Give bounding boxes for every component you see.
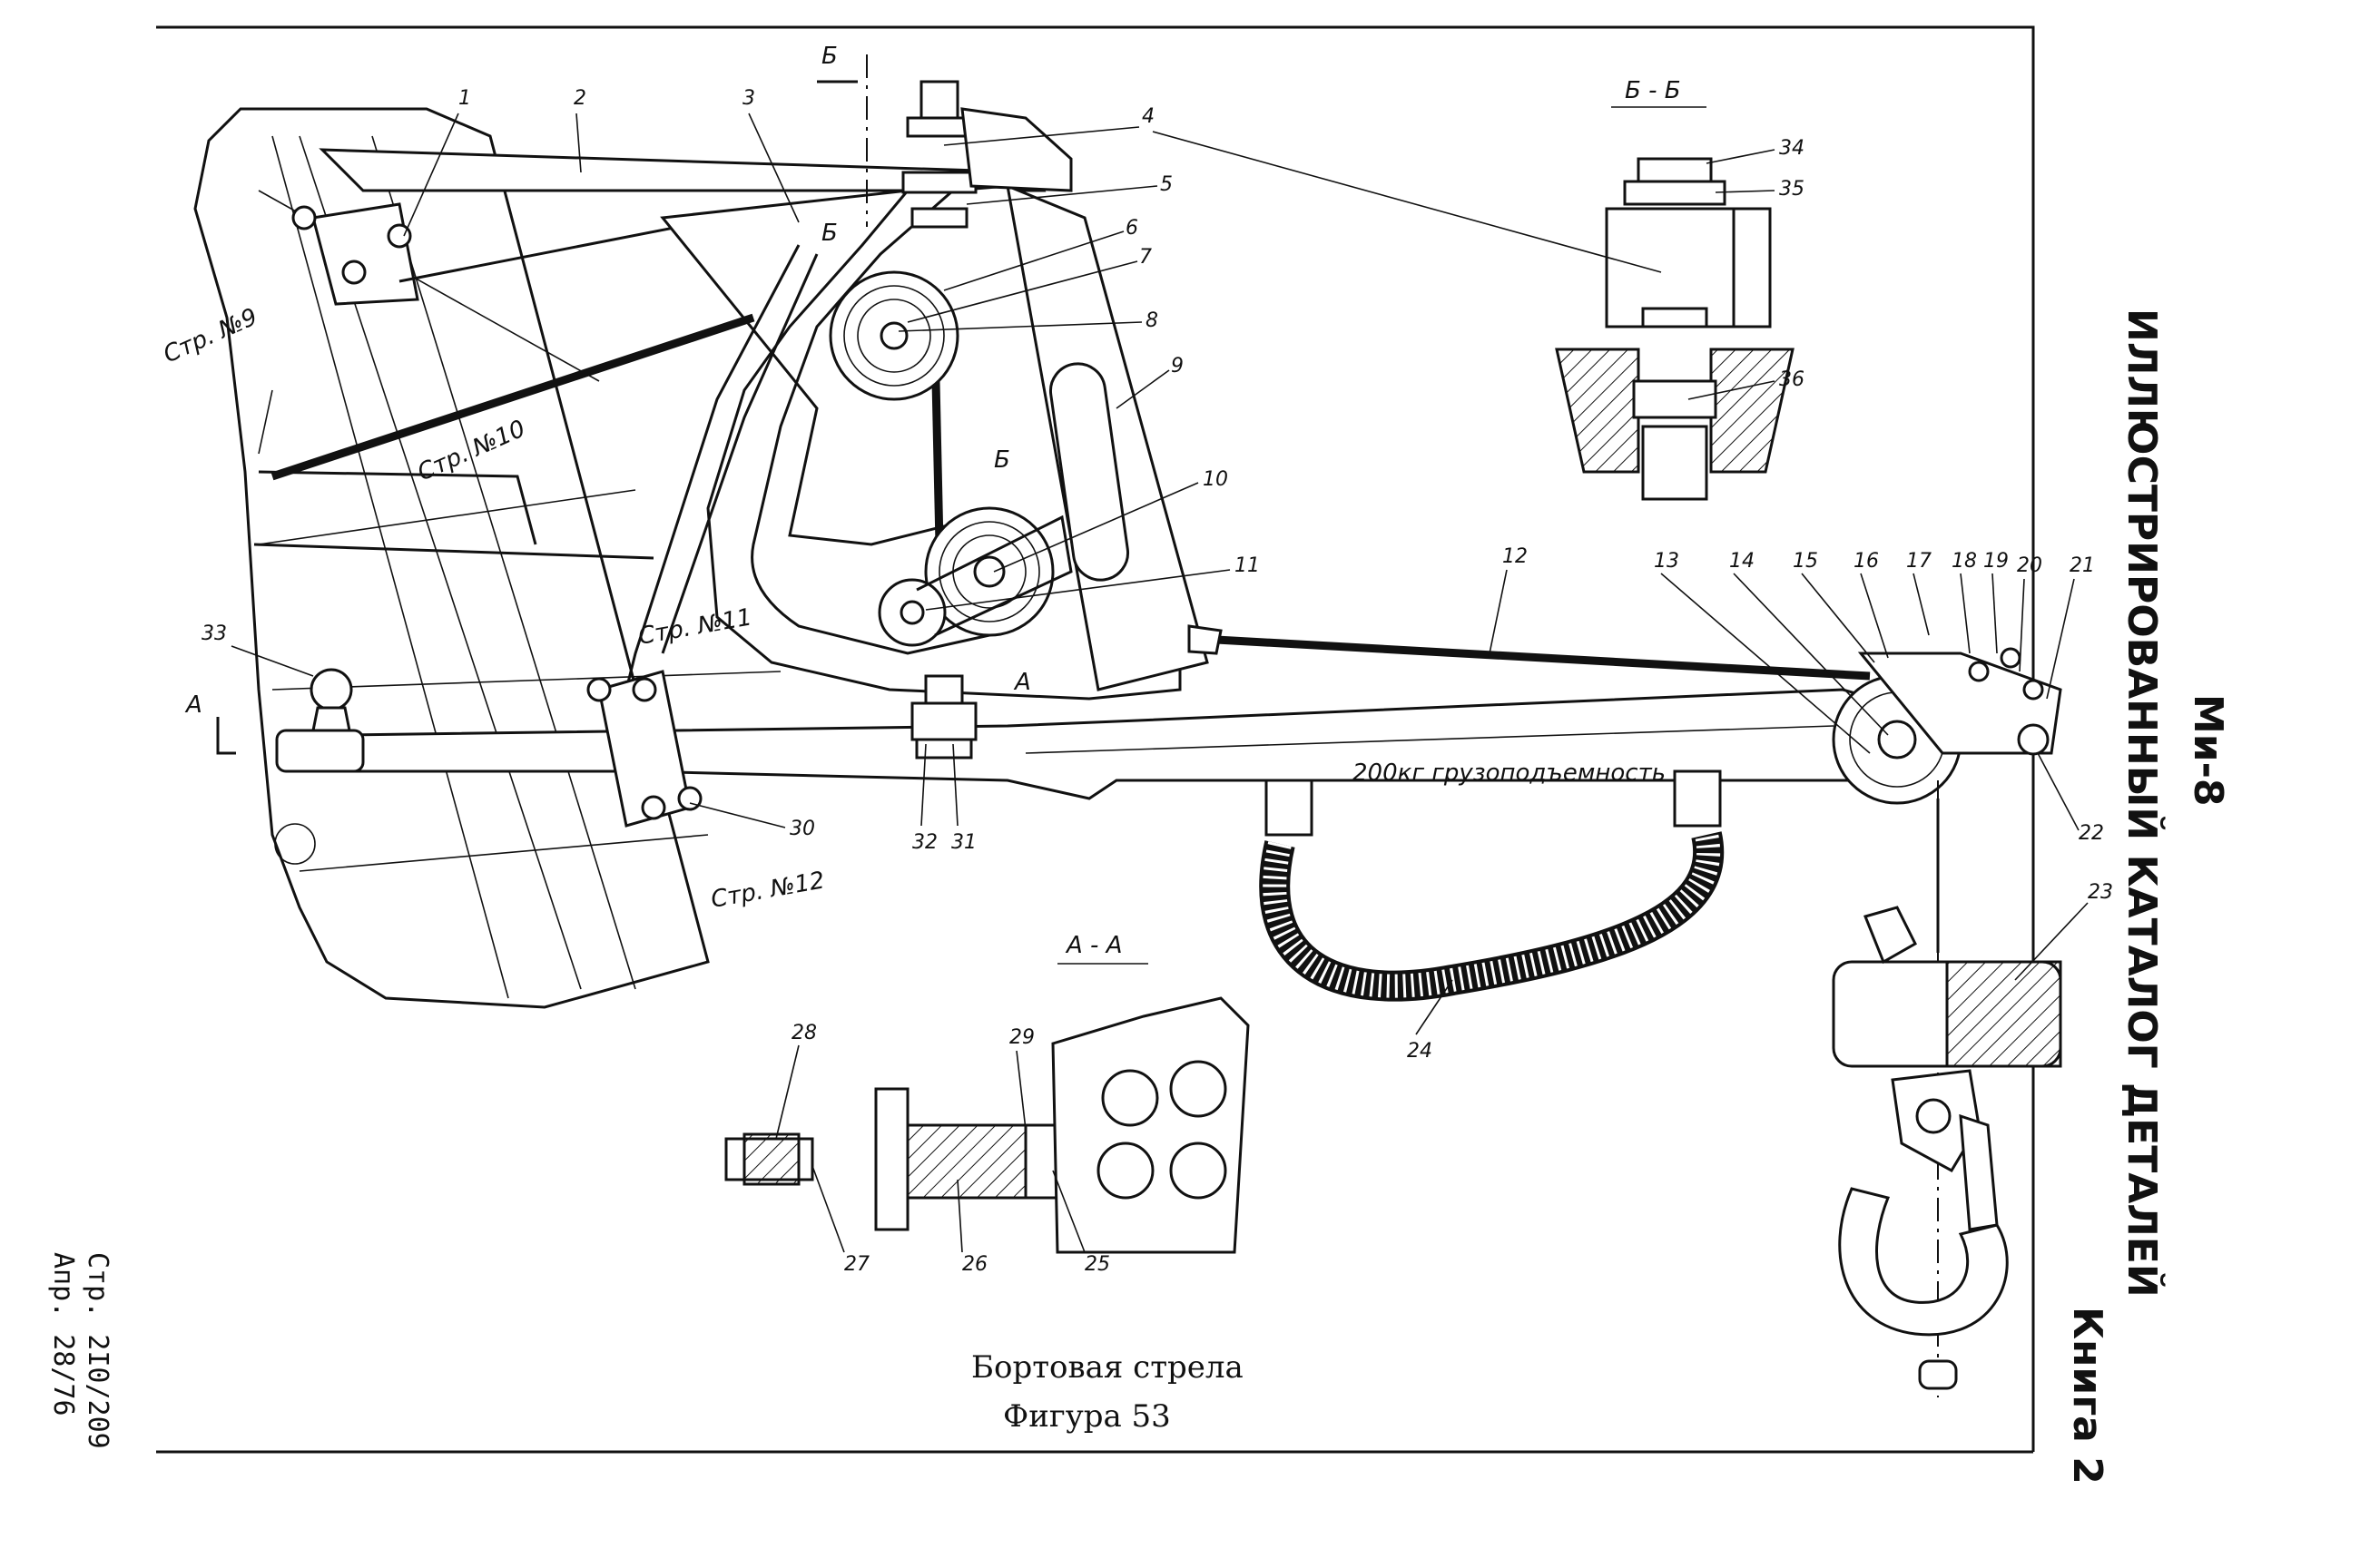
boom-head [1832, 647, 2062, 805]
item-20: 20 [2017, 554, 2042, 577]
boom-rack [1025, 725, 1834, 754]
diagonal-brace [624, 244, 801, 691]
hoist-cable-upper [270, 313, 755, 481]
item-2: 2 [574, 87, 586, 110]
item-23: 23 [2088, 881, 2113, 904]
item-18: 18 [1952, 550, 1977, 573]
tension-cable [1215, 635, 1871, 681]
item-34: 34 [1779, 137, 1804, 160]
item-15: 15 [1793, 550, 1818, 573]
idler-roller [878, 514, 1073, 647]
item-33: 33 [202, 622, 227, 645]
item-32: 32 [912, 831, 938, 854]
side-title-block: Ми-8 ИЛЛЮСТРИРОВАННЫЙ КАТАЛОГ ДЕТАЛЕЙ Кн… [2064, 309, 2231, 1485]
cable-end-fitting [1187, 624, 1223, 655]
item-17: 17 [1906, 550, 1932, 573]
section-bb-title: Б - Б [1625, 77, 1681, 104]
page-ref-12: Стр. №12 [709, 867, 827, 914]
page-ref-9: Стр. №9 [160, 303, 262, 368]
item-1: 1 [458, 87, 471, 110]
item-14: 14 [1729, 550, 1755, 573]
upper-mount-bracket [291, 202, 419, 306]
frame-border [156, 25, 2035, 1454]
page-reference-block: Стр. 2I0/209 Апр. 28/76 [47, 1252, 113, 1449]
item-22: 22 [2079, 822, 2104, 845]
item-7: 7 [1139, 246, 1152, 269]
item-26: 26 [962, 1253, 988, 1276]
upper-pulley [829, 270, 959, 401]
item-30: 30 [790, 818, 815, 840]
section-aa-title: А - А [1065, 932, 1122, 959]
revision-date: Апр. 28/76 [47, 1252, 79, 1416]
section-b-mark: Б [821, 43, 838, 70]
diagonal-brace-2 [661, 253, 819, 654]
item-3: 3 [742, 87, 755, 110]
page-number: Стр. 2I0/209 [82, 1252, 113, 1449]
section-bb-detail [1555, 157, 1795, 501]
item-19: 19 [1983, 550, 2009, 573]
item-35: 35 [1779, 178, 1804, 201]
item-25: 25 [1085, 1253, 1110, 1276]
item-24: 24 [1407, 1040, 1432, 1063]
point-b-2: Б [994, 446, 1010, 474]
item-11: 11 [1234, 554, 1260, 577]
item-13: 13 [1654, 550, 1679, 573]
item-12: 12 [1502, 545, 1528, 568]
page-ref-11: Стр. №11 [636, 603, 754, 651]
point-a: А [1013, 669, 1031, 696]
section-aa-detail [724, 996, 1250, 1254]
figure-number: Фигура 53 [1003, 1398, 1171, 1435]
item-6: 6 [1126, 217, 1138, 240]
figure-title: Бортовая стрела [971, 1349, 1244, 1386]
item-36: 36 [1779, 368, 1804, 391]
item-9: 9 [1171, 355, 1184, 377]
item-5: 5 [1160, 173, 1173, 196]
item-callouts: 1 2 3 4 5 6 7 8 9 10 11 12 13 14 15 16 1… [202, 87, 2113, 1276]
flexible-conduit [1259, 769, 1724, 1002]
item-8: 8 [1146, 309, 1158, 332]
item-28: 28 [792, 1022, 817, 1044]
item-16: 16 [1854, 550, 1879, 573]
catalog-title: ИЛЛЮСТРИРОВАННЫЙ КАТАЛОГ ДЕТАЛЕЙ [2119, 309, 2167, 1298]
capacity-label: 200кг грузоподъемность [1352, 760, 1666, 787]
book-label: Книга 2 [2064, 1307, 2110, 1485]
item-4: 4 [1142, 105, 1155, 128]
section-a-mark: А [184, 691, 202, 719]
item-10: 10 [1203, 468, 1228, 491]
item-27: 27 [844, 1253, 870, 1276]
lower-boom [343, 688, 1945, 800]
item-31: 31 [951, 831, 977, 854]
item-29: 29 [1009, 1026, 1035, 1049]
point-b-1: Б [821, 220, 838, 247]
section-markers: Б Б - Б А - А А Б Б А [184, 43, 1706, 965]
section-a-bolt [910, 674, 978, 760]
cargo-hook [1832, 780, 2062, 1397]
item-21: 21 [2070, 554, 2095, 577]
top-bolt-assembly [901, 80, 1073, 229]
slotted-plate [1006, 183, 1209, 691]
model-title: Ми-8 [2185, 694, 2231, 807]
frame-clamp [586, 670, 703, 828]
boom-pivot [274, 668, 365, 865]
lower-pulley [924, 506, 1055, 637]
